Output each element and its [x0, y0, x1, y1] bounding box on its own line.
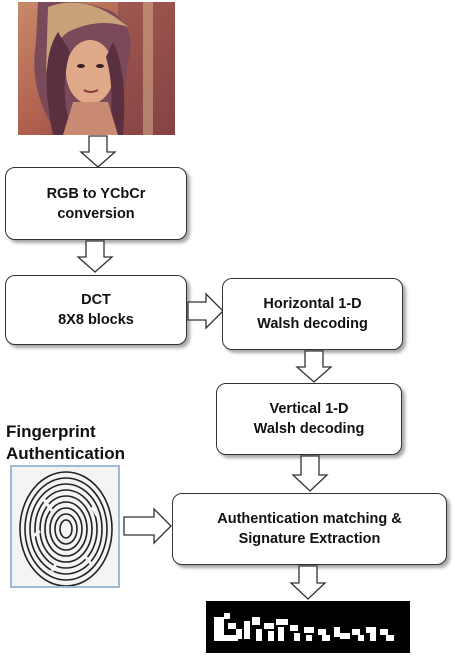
horizontal-walsh-line1: Horizontal 1-D — [263, 296, 362, 312]
vertical-walsh-line2: Walsh decoding — [253, 421, 365, 437]
flow-arrow-down — [295, 350, 333, 383]
authentication-matching-line1: Authentication matching & — [217, 511, 402, 527]
flow-arrow-down — [79, 135, 117, 168]
rgb-to-ycbcr-box: RGB to YCbCr conversion — [5, 167, 187, 240]
dct-box: DCT 8X8 blocks — [5, 275, 187, 345]
vertical-walsh-box: Vertical 1-D Walsh decoding — [216, 383, 402, 455]
fingerprint-label-line1: Fingerprint — [6, 422, 96, 441]
horizontal-walsh-box: Horizontal 1-D Walsh decoding — [222, 278, 403, 350]
rgb-to-ycbcr-line1: RGB to YCbCr — [46, 185, 146, 202]
fingerprint-icon — [10, 465, 120, 588]
flow-arrow-right — [123, 507, 172, 545]
flow-arrow-down — [289, 565, 327, 600]
vertical-walsh-line1: Vertical 1-D — [269, 401, 349, 417]
authentication-matching-line2: Signature Extraction — [238, 531, 381, 547]
flow-arrow-right — [187, 292, 224, 330]
dct-line1: DCT — [81, 292, 111, 308]
horizontal-walsh-line2: Walsh decoding — [257, 316, 368, 332]
flow-arrow-down — [291, 455, 329, 492]
fingerprint-label-line2: Authentication — [6, 444, 125, 463]
authentication-matching-box: Authentication matching & Signature Extr… — [172, 493, 447, 565]
extracted-signature-icon — [206, 601, 410, 653]
flow-arrow-down — [76, 240, 114, 273]
rgb-to-ycbcr-line2: conversion — [57, 205, 135, 222]
dct-line2: 8X8 blocks — [58, 312, 134, 328]
fingerprint-authentication-label: Fingerprint Authentication — [6, 421, 125, 465]
input-photo-portrait-icon — [18, 2, 175, 135]
